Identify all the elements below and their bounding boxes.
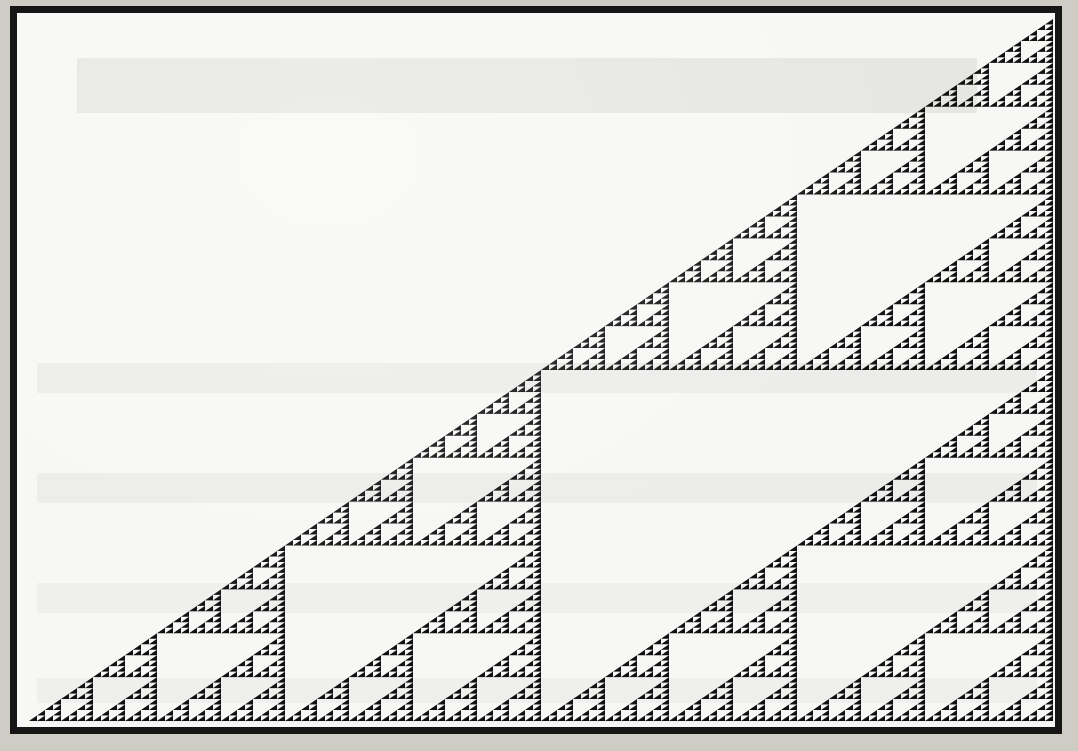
display-frame [10,6,1062,734]
sierpinski-triangle [29,19,1053,721]
fractal-triangles [29,19,1053,721]
